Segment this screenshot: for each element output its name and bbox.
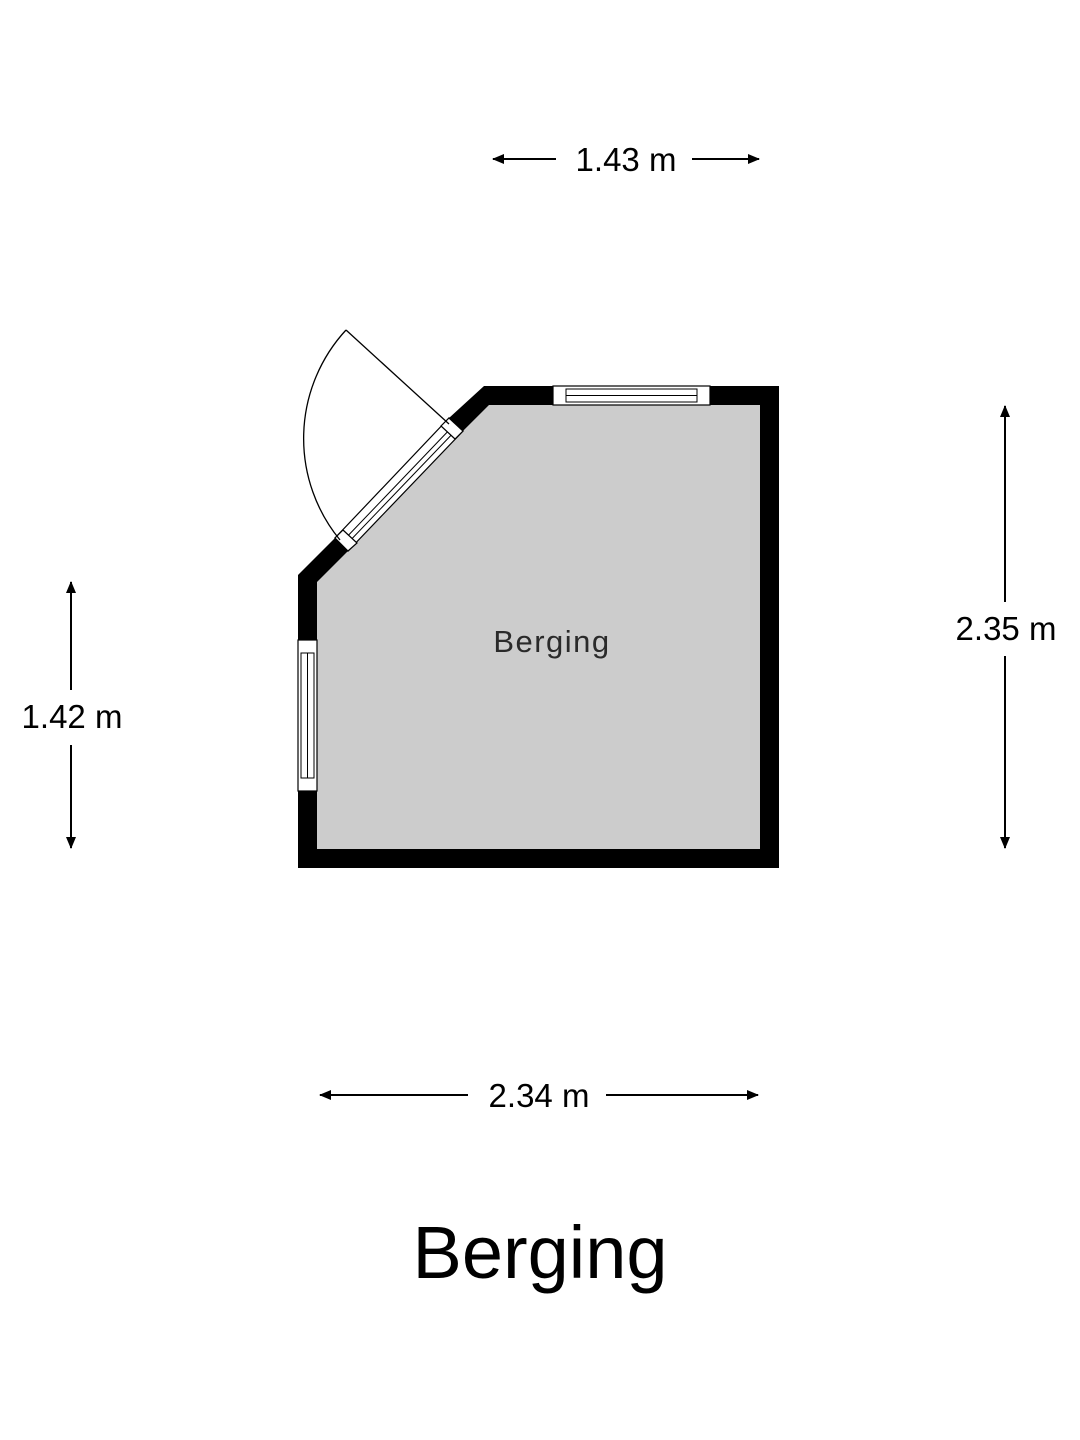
- floor-title: Berging: [412, 1211, 668, 1294]
- walls: [298, 386, 779, 868]
- dimension-left-label: 1.42 m: [22, 698, 123, 735]
- wall-diagonal-upper-cap: [484, 386, 500, 404]
- window-top: [552, 385, 711, 406]
- window-left: [297, 639, 318, 792]
- door-swing: [303, 329, 450, 541]
- wall-top-left: [484, 386, 553, 405]
- door-frame: [334, 417, 464, 552]
- dimension-top-label: 1.43 m: [576, 141, 677, 178]
- wall-right: [760, 386, 779, 868]
- wall-diagonal-lower: [298, 538, 348, 583]
- wall-left-lower: [298, 791, 317, 868]
- room-floor: [316, 404, 762, 850]
- wall-diagonal-upper: [449, 386, 490, 431]
- dimension-bottom-label: 2.34 m: [489, 1077, 590, 1114]
- room-label: Berging: [493, 624, 610, 659]
- dimension-right-label: 2.35 m: [956, 610, 1057, 647]
- wall-bottom: [298, 849, 779, 868]
- wall-top-right: [710, 386, 779, 405]
- wall-left-upper: [298, 575, 317, 640]
